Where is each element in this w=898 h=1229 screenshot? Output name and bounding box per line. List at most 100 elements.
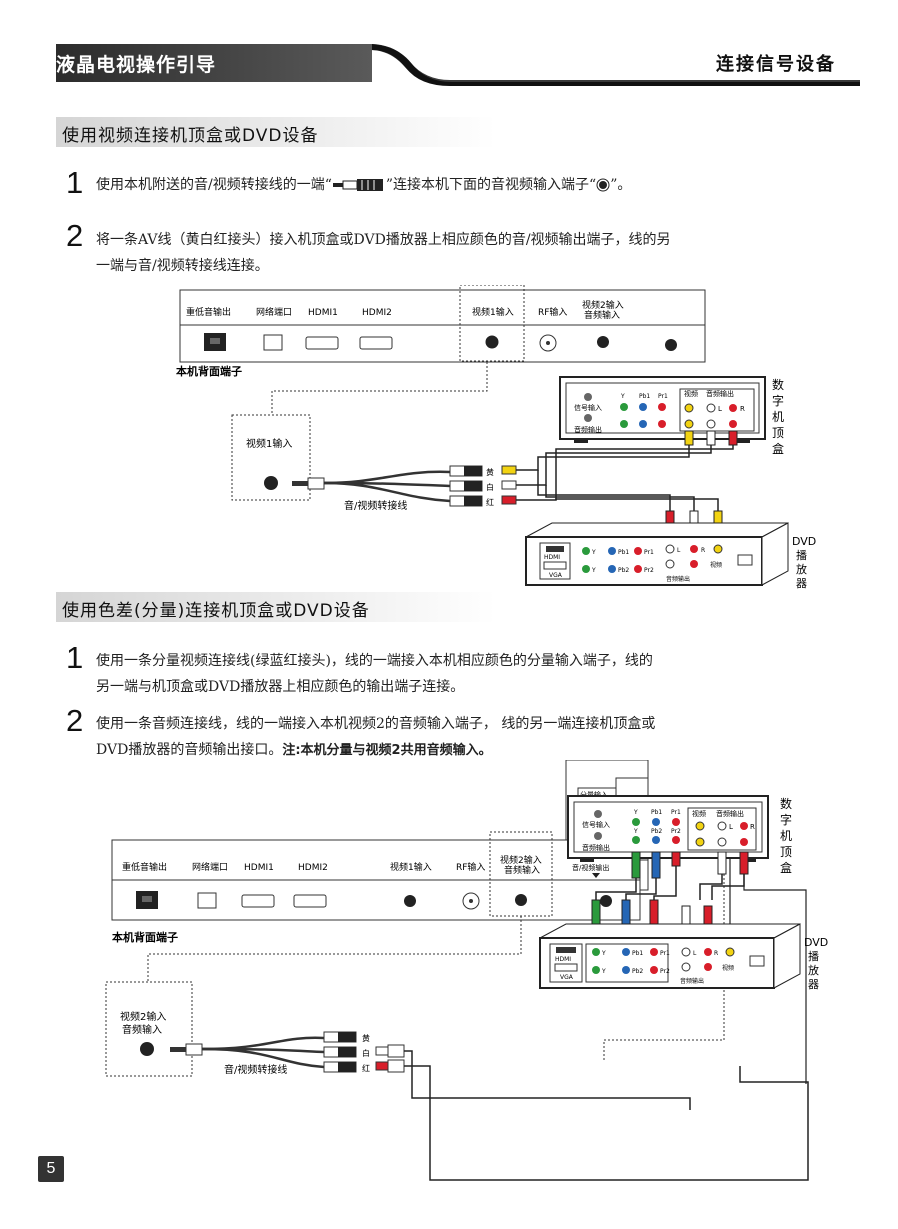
- plug-label-red: 红: [362, 1063, 370, 1073]
- svg-text:播: 播: [796, 548, 807, 562]
- svg-text:L: L: [718, 405, 722, 413]
- svg-text:Pr2: Pr2: [671, 828, 681, 835]
- cable-label: 音/视频转接线: [344, 499, 407, 512]
- step-number: 1: [66, 640, 84, 675]
- note-text: 注:本机分量与视频2共用音频输入。: [282, 743, 492, 758]
- svg-text:信号输入: 信号输入: [574, 403, 602, 412]
- svg-text:音频输出: 音频输出: [574, 425, 602, 434]
- port-label: 视频1输入: [472, 306, 514, 318]
- stb-name: 数 字 机 顶 盒: [772, 377, 784, 456]
- plug-label-white: 白: [486, 482, 494, 492]
- svg-text:Y: Y: [591, 549, 596, 556]
- svg-text:HDMI: HDMI: [544, 554, 560, 561]
- network-port-icon: [197, 892, 217, 909]
- svg-text:Pb2: Pb2: [632, 968, 643, 975]
- svg-text:L: L: [677, 547, 681, 554]
- svg-text:VGA: VGA: [560, 974, 574, 981]
- port-label: 网络端口: [192, 861, 228, 873]
- port-label: 音频输入: [504, 864, 540, 876]
- svg-text:Y: Y: [633, 809, 638, 816]
- port-label: HDMI1: [308, 308, 338, 318]
- port-label: 视频2输入: [500, 854, 542, 866]
- svg-text:L: L: [729, 823, 733, 831]
- svg-text:字: 字: [772, 393, 784, 408]
- svg-text:字: 字: [780, 812, 792, 827]
- port-label: 视频1输入: [390, 861, 432, 873]
- av-jack-icon: [404, 895, 416, 907]
- svg-text:Pr2: Pr2: [660, 968, 670, 975]
- hdmi-port-icon: [241, 894, 275, 908]
- section2-step1-text: 使用一条分量视频连接线(绿蓝红接头)，线的一端接入本机相应颜色的分量输入端子，线…: [96, 653, 653, 695]
- av-jack-icon: [665, 339, 677, 351]
- svg-text:Y: Y: [591, 567, 596, 574]
- zoom-box: [105, 981, 193, 1077]
- header-title: 液晶电视操作引导: [56, 54, 217, 76]
- svg-text:数: 数: [780, 796, 792, 811]
- dvd-name: DVD播放器: [804, 936, 828, 991]
- section1-band: [56, 117, 496, 147]
- svg-text:盒: 盒: [772, 441, 784, 456]
- svg-text:机: 机: [780, 829, 792, 843]
- svg-text:器: 器: [808, 978, 819, 991]
- svg-text:Pb1: Pb1: [651, 809, 662, 816]
- section1-step2-text: 将一条AV线（黄白红接头）接入机顶盒或DVD播放器上相应颜色的音/视频输出端子，…: [96, 232, 671, 274]
- back-panel-label: 本机背面端子: [176, 364, 242, 378]
- svg-text:顶: 顶: [780, 845, 792, 859]
- svg-text:放: 放: [796, 562, 807, 576]
- port-label: 重低音输出: [186, 306, 231, 318]
- av-jack-icon: [140, 1042, 154, 1056]
- port-label: 视频2输入: [582, 299, 624, 311]
- diagram1-connection: 重低音输出 网络端口 HDMI1 HDMI2 视频1输入 RF输入 视频2输入 …: [176, 285, 816, 590]
- svg-text:放: 放: [808, 963, 819, 977]
- svg-text:播: 播: [808, 949, 819, 963]
- page-number: 5: [38, 1156, 64, 1182]
- svg-text:Pb1: Pb1: [618, 549, 629, 556]
- svg-text:Pr1: Pr1: [644, 549, 654, 556]
- svg-text:音频输出: 音频输出: [716, 809, 744, 818]
- svg-text:视频: 视频: [710, 561, 722, 569]
- svg-text:Pb2: Pb2: [618, 567, 629, 574]
- diagram2-connection: 分量输入 V U Y 重低音输出 网络端口 HDMI1 HDMI2 视频1输入 …: [105, 760, 809, 1181]
- av-jack-icon: [600, 895, 612, 907]
- svg-text:VGA: VGA: [549, 572, 563, 579]
- svg-text:机: 机: [772, 410, 784, 424]
- svg-text:盒: 盒: [780, 860, 792, 875]
- hdmi-port-icon: [293, 894, 327, 908]
- network-port-icon: [263, 334, 283, 351]
- port-label: HDMI2: [362, 308, 392, 318]
- svg-text:Pr2: Pr2: [644, 567, 654, 574]
- dvd-name: DVD 播 放 器: [792, 535, 816, 590]
- plug-label-yellow: 黄: [486, 467, 494, 477]
- av-jack-icon: [596, 178, 610, 192]
- step-number: 2: [66, 218, 84, 253]
- svg-text:Y: Y: [633, 828, 638, 835]
- svg-text:音频输出: 音频输出: [582, 843, 610, 852]
- svg-text:视频: 视频: [692, 809, 706, 818]
- av-plug-icon: [332, 179, 383, 191]
- svg-text:Y: Y: [620, 393, 625, 400]
- port-label: HDMI2: [298, 863, 328, 873]
- svg-text:DVD: DVD: [804, 936, 828, 949]
- svg-text:器: 器: [796, 577, 807, 590]
- svg-text:Pb2: Pb2: [651, 828, 662, 835]
- section1-title: 使用视频连接机顶盒或DVD设备: [62, 126, 319, 146]
- plug-label-white: 白: [362, 1048, 370, 1058]
- svg-text:视频: 视频: [722, 964, 734, 972]
- svg-text:信号输入: 信号输入: [582, 820, 610, 829]
- port-label: 音频输入: [584, 309, 620, 321]
- svg-text:Y: Y: [601, 950, 606, 957]
- svg-text:R: R: [740, 405, 745, 413]
- svg-text:L: L: [693, 950, 697, 957]
- cable-label: 音/视频转接线: [224, 1063, 287, 1076]
- svg-text:R: R: [701, 547, 705, 554]
- port-label: RF输入: [456, 861, 485, 873]
- svg-text:音频输出: 音频输出: [680, 977, 704, 985]
- svg-text:R: R: [714, 950, 718, 957]
- svg-text:Pr1: Pr1: [660, 950, 670, 957]
- svg-text:音频输入: 音频输入: [122, 1023, 162, 1036]
- av-jack-icon: [264, 476, 278, 490]
- port-label: HDMI1: [244, 863, 274, 873]
- av-jack-icon: [515, 894, 527, 906]
